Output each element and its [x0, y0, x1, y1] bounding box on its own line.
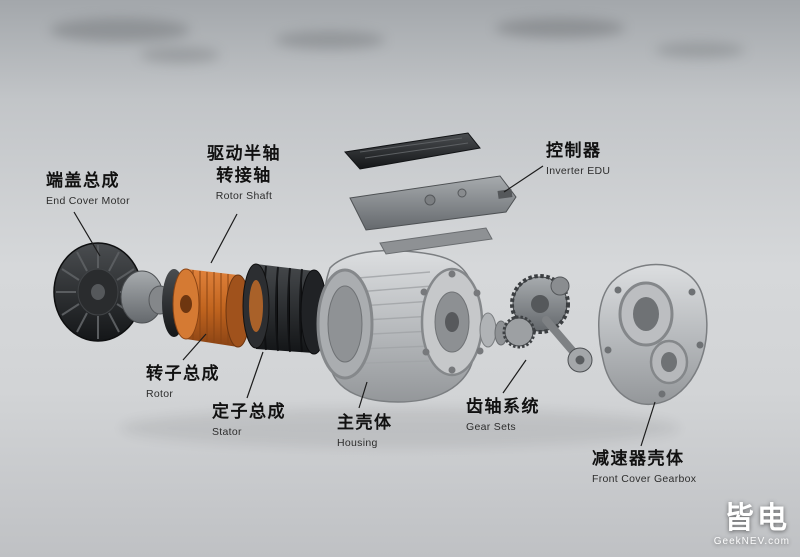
leader-gearbox-cover: [640, 401, 656, 447]
label-inverter-zh: 控制器: [546, 141, 602, 160]
ground-shadow: [120, 408, 680, 448]
watermark-site: GeekNEV.com: [713, 536, 790, 547]
watermark-brand: 皆电: [724, 502, 790, 535]
part-gearbox-cover: [598, 263, 708, 405]
leader-end-cover: [73, 211, 101, 257]
leader-rotor: [182, 333, 207, 361]
label-stator-zh: 定子总成: [212, 402, 286, 421]
label-end-cover-en: End Cover Motor: [46, 195, 130, 208]
label-rotor-zh: 转子总成: [146, 364, 220, 383]
leader-inverter: [503, 165, 544, 193]
part-stator: [242, 263, 328, 355]
part-rotor: [162, 268, 251, 348]
label-rotor-shaft-en: Rotor Shaft: [215, 190, 273, 203]
leader-housing: [358, 381, 368, 409]
label-gearbox-cover-en: Front Cover Gearbox: [592, 473, 697, 486]
label-gear-sets: 齿轴系统 Gear Sets: [466, 396, 540, 433]
label-gearbox-cover-zh: 减速器壳体: [592, 449, 685, 468]
label-gear-sets-zh: 齿轴系统: [466, 397, 540, 416]
label-rotor-shaft: 驱动半轴 转接轴 Rotor Shaft: [196, 143, 292, 202]
label-end-cover: 端盖总成 End Cover Motor: [46, 170, 130, 207]
label-gear-sets-en: Gear Sets: [466, 421, 516, 434]
label-rotor: 转子总成 Rotor: [146, 363, 220, 400]
label-rotor-shaft-zh: 驱动半轴 转接轴: [207, 144, 281, 186]
label-housing-en: Housing: [337, 437, 378, 450]
label-rotor-en: Rotor: [146, 388, 174, 401]
label-inverter: 控制器 Inverter EDU: [546, 140, 610, 177]
label-inverter-en: Inverter EDU: [546, 165, 611, 178]
label-housing-zh: 主壳体: [337, 413, 393, 432]
leader-gear-sets: [502, 359, 527, 394]
blurred-background-parts: [50, 18, 745, 63]
label-stator-en: Stator: [212, 426, 242, 439]
part-inverter-plates: [344, 132, 517, 255]
leader-rotor-shaft: [210, 213, 238, 264]
part-housing: [316, 249, 484, 403]
label-stator: 定子总成 Stator: [212, 401, 286, 438]
label-gearbox-cover: 减速器壳体 Front Cover Gearbox: [592, 448, 696, 485]
watermark: 皆电 GeekNEV.com: [713, 502, 790, 548]
part-gear-sets: [479, 274, 593, 373]
label-housing: 主壳体 Housing: [337, 412, 393, 449]
leader-lines: [73, 165, 656, 447]
label-end-cover-zh: 端盖总成: [46, 171, 120, 190]
part-end-cover: [53, 242, 172, 342]
leader-stator: [246, 351, 264, 399]
